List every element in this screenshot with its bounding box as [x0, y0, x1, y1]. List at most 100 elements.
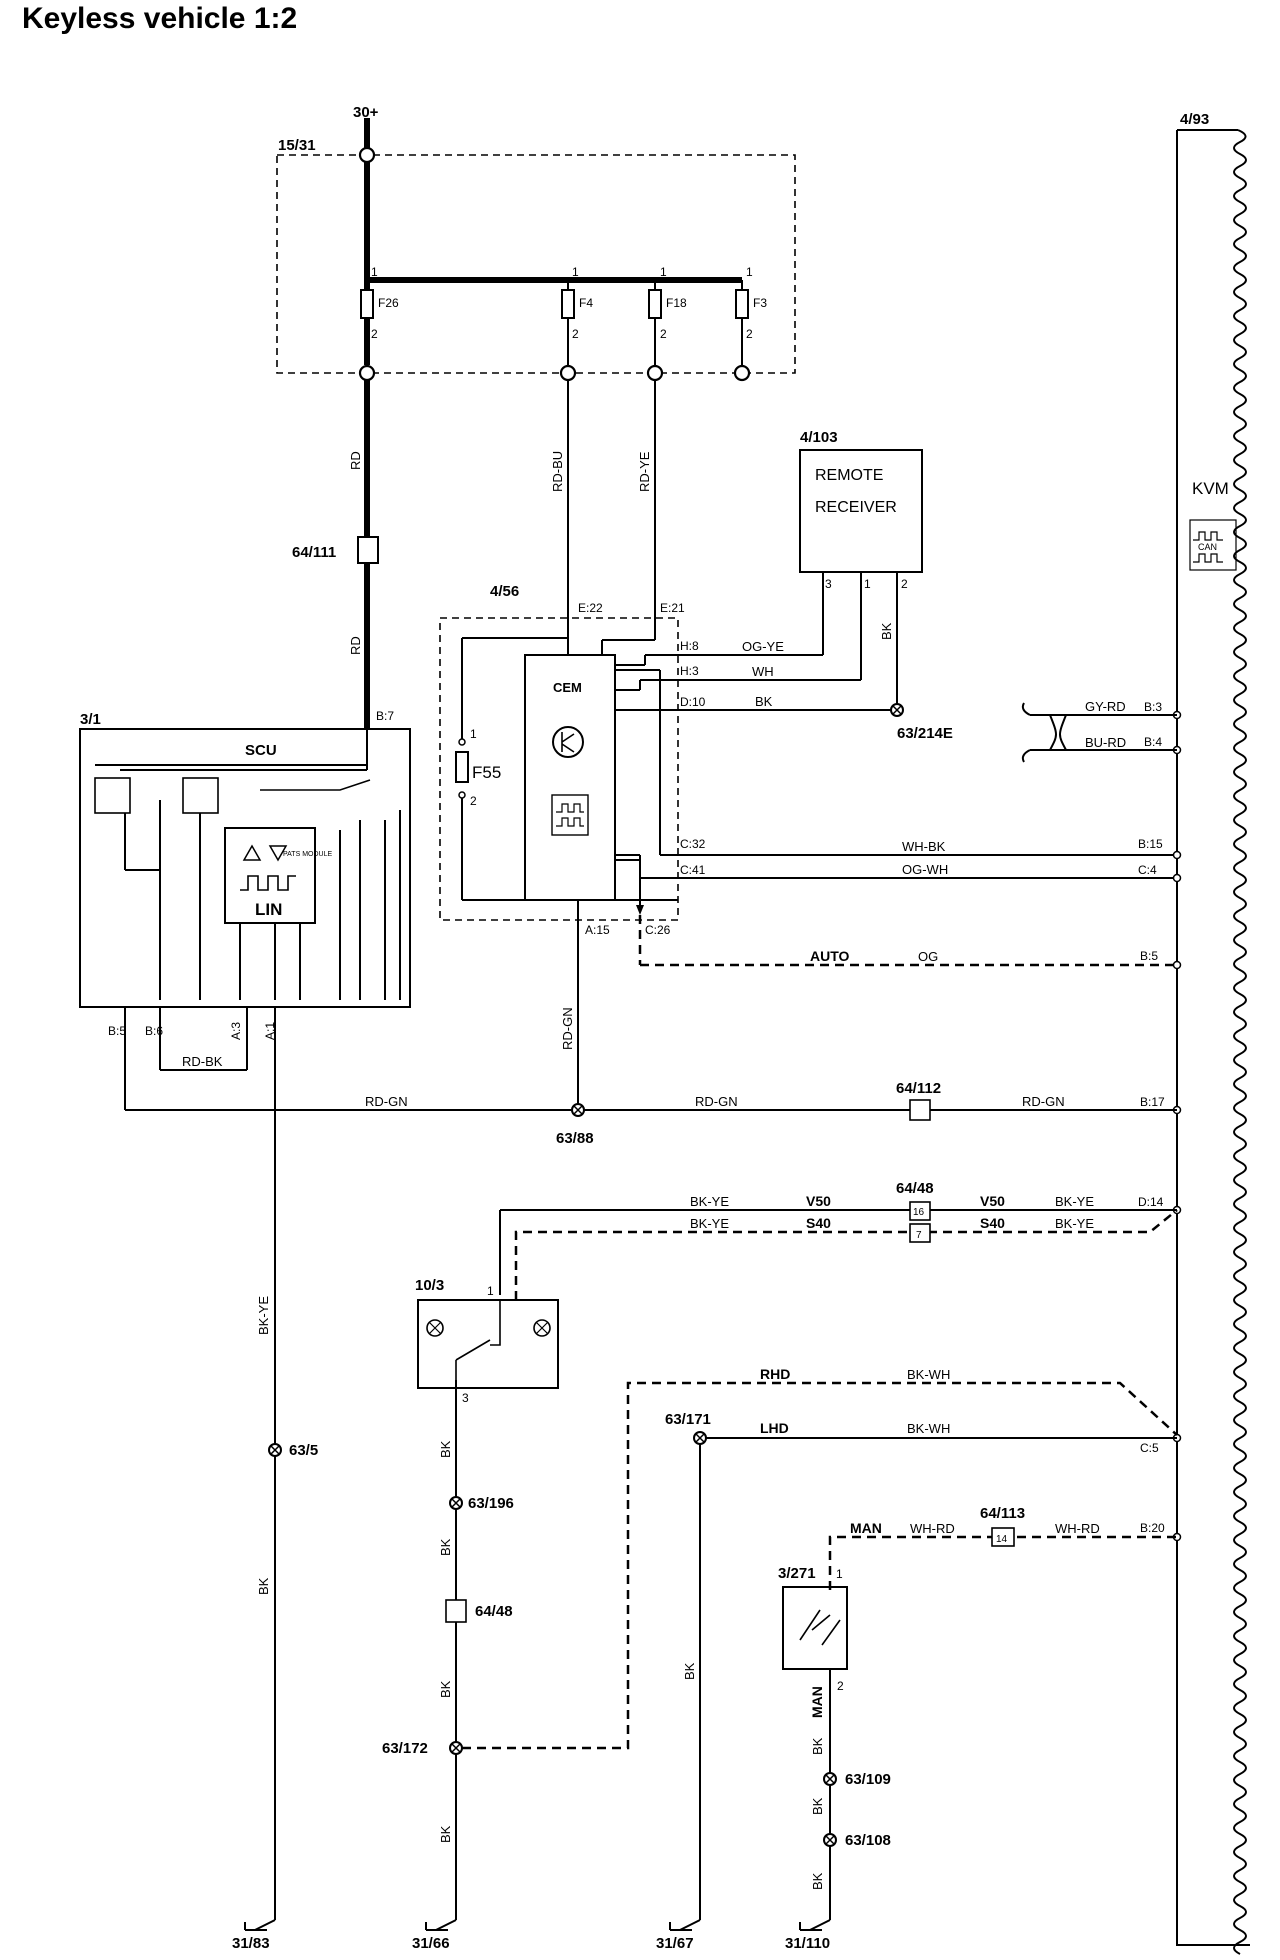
- fuse-f55: 1 F55 2: [455, 727, 501, 808]
- lamp-icon: [426, 1319, 444, 1337]
- svg-text:A:3: A:3: [229, 1022, 243, 1040]
- svg-text:3: 3: [825, 577, 832, 591]
- svg-text:OG-YE: OG-YE: [742, 639, 784, 654]
- fuse-f26: 1 F26 2: [360, 265, 399, 341]
- svg-text:16: 16: [913, 1207, 925, 1218]
- connector-64-113-label: 64/113: [980, 1505, 1025, 1522]
- svg-text:RD-GN: RD-GN: [560, 1007, 575, 1050]
- svg-text:D:10: D:10: [680, 695, 706, 709]
- remote-receiver-label: 4/103: [800, 429, 838, 446]
- svg-text:BK-YE: BK-YE: [1055, 1194, 1094, 1209]
- ground-63-108: 63/108: [845, 1832, 891, 1849]
- ground-63-171-splice: [693, 1431, 707, 1445]
- scu-label: SCU: [245, 742, 277, 759]
- svg-text:B:15: B:15: [1138, 837, 1163, 851]
- svg-text:BK: BK: [438, 1825, 453, 1843]
- svg-text:RD-GN: RD-GN: [365, 1094, 408, 1109]
- svg-text:E:21: E:21: [660, 601, 685, 615]
- pats-module: [224, 827, 316, 924]
- svg-text:PATS MODULE: PATS MODULE: [283, 851, 332, 858]
- ground-symbol-icon: [799, 1919, 831, 1931]
- svg-text:BK-YE: BK-YE: [256, 1296, 271, 1335]
- ground-terminal-31-83: 31/83: [232, 1935, 270, 1952]
- ground-symbol-icon: [244, 1919, 276, 1931]
- svg-text:RD-BK: RD-BK: [182, 1054, 223, 1069]
- scu-module: [79, 728, 411, 1008]
- lin-label: LIN: [255, 900, 282, 919]
- svg-text:14: 14: [996, 1534, 1008, 1545]
- supply-terminal: [358, 146, 376, 164]
- svg-text:RD-YE: RD-YE: [637, 451, 652, 492]
- svg-text:2: 2: [837, 1679, 844, 1693]
- wire-label-rd: RD: [348, 451, 363, 470]
- svg-text:B:17: B:17: [1140, 1095, 1165, 1109]
- svg-text:RD-GN: RD-GN: [695, 1094, 738, 1109]
- svg-text:1: 1: [470, 727, 477, 741]
- connector-64-48b: [445, 1599, 467, 1623]
- svg-text:BK-YE: BK-YE: [690, 1194, 729, 1209]
- ground-63-88-splice: [571, 1103, 585, 1117]
- svg-text:BK: BK: [438, 1680, 453, 1698]
- svg-text:S40: S40: [806, 1215, 831, 1231]
- ground-terminals: [244, 1919, 831, 1931]
- ground-63-109: 63/109: [845, 1771, 891, 1788]
- ground-terminal-31-110: 31/110: [785, 1935, 830, 1952]
- ground-63-172-splice: [449, 1741, 463, 1755]
- ground-63-171: 63/171: [665, 1411, 711, 1428]
- connector-64-48-label: 64/48: [896, 1180, 934, 1197]
- kvm-pin-dot: [1172, 873, 1182, 883]
- svg-text:B:3: B:3: [1144, 700, 1162, 714]
- ground-terminal-31-67: 31/67: [656, 1935, 694, 1952]
- svg-text:BK: BK: [879, 622, 894, 640]
- svg-text:BK: BK: [810, 1872, 825, 1890]
- fuse-f4: 1 F4 2: [559, 265, 593, 382]
- svg-text:MAN: MAN: [809, 1686, 825, 1718]
- svg-text:LHD: LHD: [760, 1420, 789, 1436]
- svg-text:1: 1: [572, 265, 579, 279]
- lamp-icon-2: [533, 1319, 551, 1337]
- wire-label-rd-2: RD: [348, 636, 363, 655]
- svg-text:64/112: 64/112: [896, 1080, 941, 1097]
- svg-text:WH-RD: WH-RD: [910, 1521, 955, 1536]
- svg-text:F26: F26: [378, 296, 399, 310]
- svg-text:WH-RD: WH-RD: [1055, 1521, 1100, 1536]
- ground-63-196: 63/196: [468, 1495, 514, 1512]
- switch-10-3-label: 10/3: [415, 1277, 444, 1294]
- ground-63-88: 63/88: [556, 1130, 594, 1147]
- svg-text:RD-BU: RD-BU: [550, 451, 565, 492]
- connector-64-48-pin7: [909, 1223, 931, 1243]
- svg-text:BK: BK: [810, 1797, 825, 1815]
- svg-text:WH-BK: WH-BK: [902, 839, 946, 854]
- scu-ref-label: 3/1: [80, 711, 101, 728]
- svg-text:BK: BK: [256, 1577, 271, 1595]
- svg-text:BK: BK: [438, 1440, 453, 1458]
- svg-text:RD-GN: RD-GN: [1022, 1094, 1065, 1109]
- svg-text:64/48: 64/48: [475, 1603, 513, 1620]
- fuse-box: [276, 154, 796, 374]
- svg-text:B:5: B:5: [1140, 949, 1158, 963]
- svg-text:BK: BK: [438, 1538, 453, 1556]
- svg-text:V50: V50: [806, 1193, 831, 1209]
- svg-text:2: 2: [572, 327, 579, 341]
- svg-text:1: 1: [487, 1284, 494, 1298]
- wire-bk-ye-s40: [514, 1209, 1178, 1300]
- ground-63-172: 63/172: [382, 1740, 428, 1757]
- kvm-label: KVM: [1192, 479, 1229, 498]
- svg-text:B:5: B:5: [108, 1024, 126, 1038]
- ground-63-109-splice: [823, 1772, 837, 1786]
- svg-text:1: 1: [660, 265, 667, 279]
- kvm-pin-dot: [1172, 960, 1182, 970]
- scu-relay-1: [94, 777, 131, 814]
- kvm-break-edge: [1233, 129, 1247, 1955]
- ground-63-196-splice: [449, 1496, 463, 1510]
- svg-text:BU-RD: BU-RD: [1085, 735, 1126, 750]
- kvm-ref-label: 4/93: [1180, 111, 1209, 128]
- fuse-box-label: 15/31: [278, 137, 316, 154]
- ground-63-214e: 63/214E: [897, 725, 953, 742]
- svg-text:V50: V50: [980, 1193, 1005, 1209]
- svg-text:RHD: RHD: [760, 1366, 790, 1382]
- svg-text:F3: F3: [753, 296, 767, 310]
- kvm-can-icon: [1189, 519, 1237, 571]
- switch-3-271-label: 3/271: [778, 1565, 816, 1582]
